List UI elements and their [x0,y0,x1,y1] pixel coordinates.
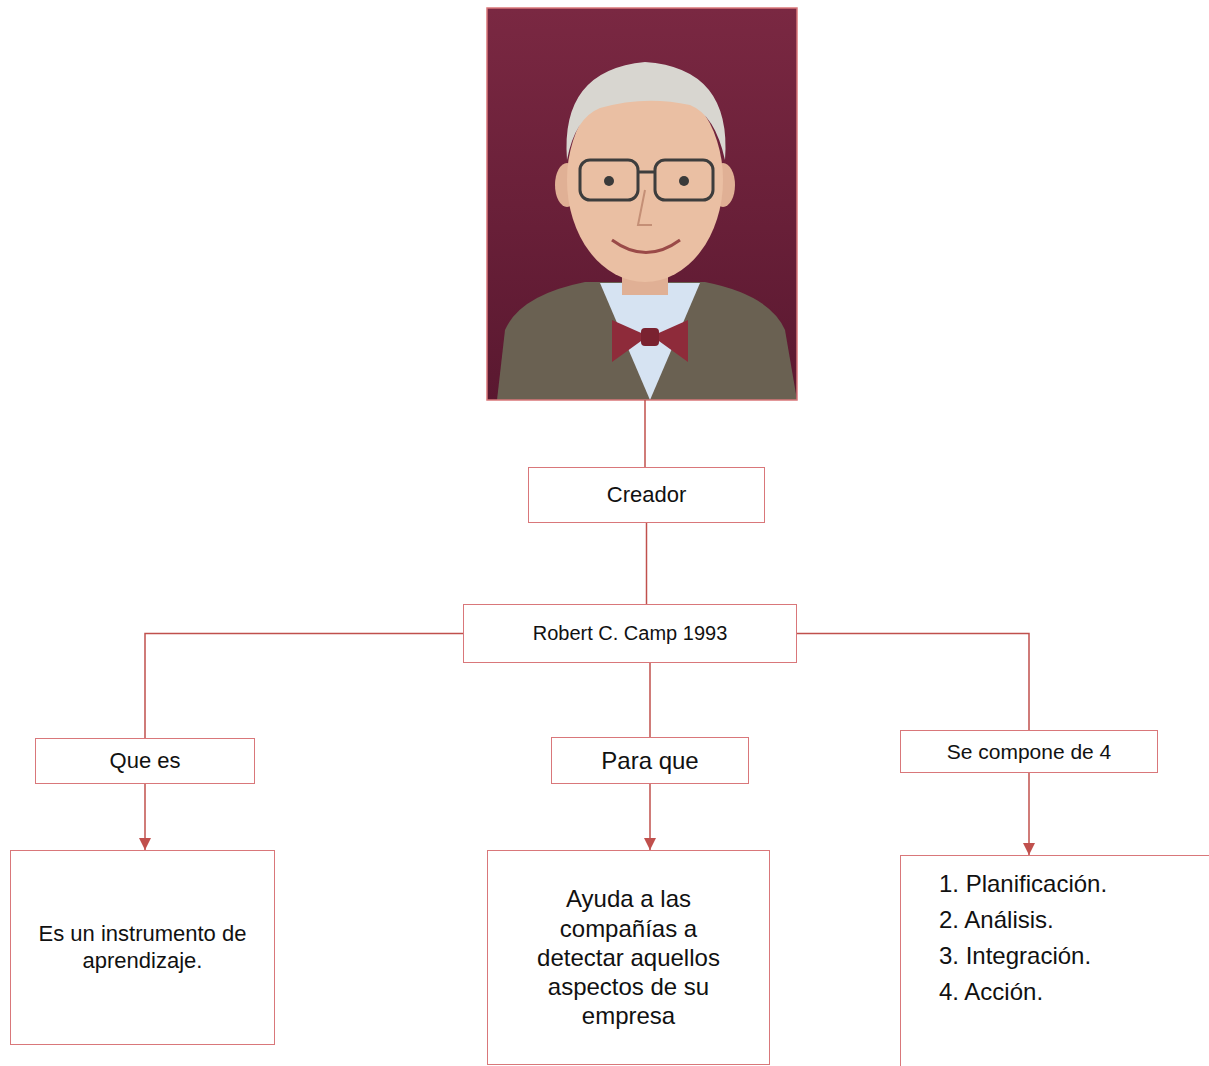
author-box: Robert C. Camp 1993 [463,604,797,663]
photo-frame [487,8,797,400]
glasses [655,160,713,200]
eye [679,176,689,186]
connector-line [144,784,146,850]
node-text: 4. Acción. [939,974,1043,1010]
connector-line [1028,773,1030,855]
glasses [580,160,638,200]
answer-box: Ayuda a las compañías a detectar aquello… [487,850,770,1065]
bow-tie-knot [641,328,659,346]
answer-box: Es un instrumento de aprendizaje. [10,850,275,1045]
photo-background [487,8,797,400]
glasses-bridge [638,171,655,174]
node-text: Es un instrumento de aprendizaje. [31,921,254,975]
connector-line [797,634,1029,731]
shirt [600,283,700,400]
node-text: Robert C. Camp 1993 [533,621,728,645]
creator-box: Creador [528,467,765,523]
connector-line [646,523,648,604]
node-text: 3. Integración. [939,938,1091,974]
mouth [612,240,680,253]
question-box: Que es [35,738,255,784]
question-box: Se compone de 4 [900,730,1158,773]
photo-link-line [644,400,646,467]
nose [638,190,652,225]
hair [566,62,725,160]
node-text: Se compone de 4 [947,739,1112,765]
question-box: Para que [551,737,749,784]
node-text: Creador [607,482,686,509]
connector-line [649,784,651,850]
connector-line [145,634,463,739]
eye [604,176,614,186]
node-text: Que es [110,748,181,775]
node-text: 1. Planificación. [939,866,1107,902]
bow-tie [612,320,688,362]
list-box: 1. Planificación.2. Análisis.3. Integrac… [900,855,1209,1066]
node-text: 2. Análisis. [939,902,1054,938]
suit [497,282,797,400]
node-text: Para que [601,746,698,775]
connector-line [649,663,651,737]
node-text: Ayuda a las compañías a detectar aquello… [528,884,729,1030]
